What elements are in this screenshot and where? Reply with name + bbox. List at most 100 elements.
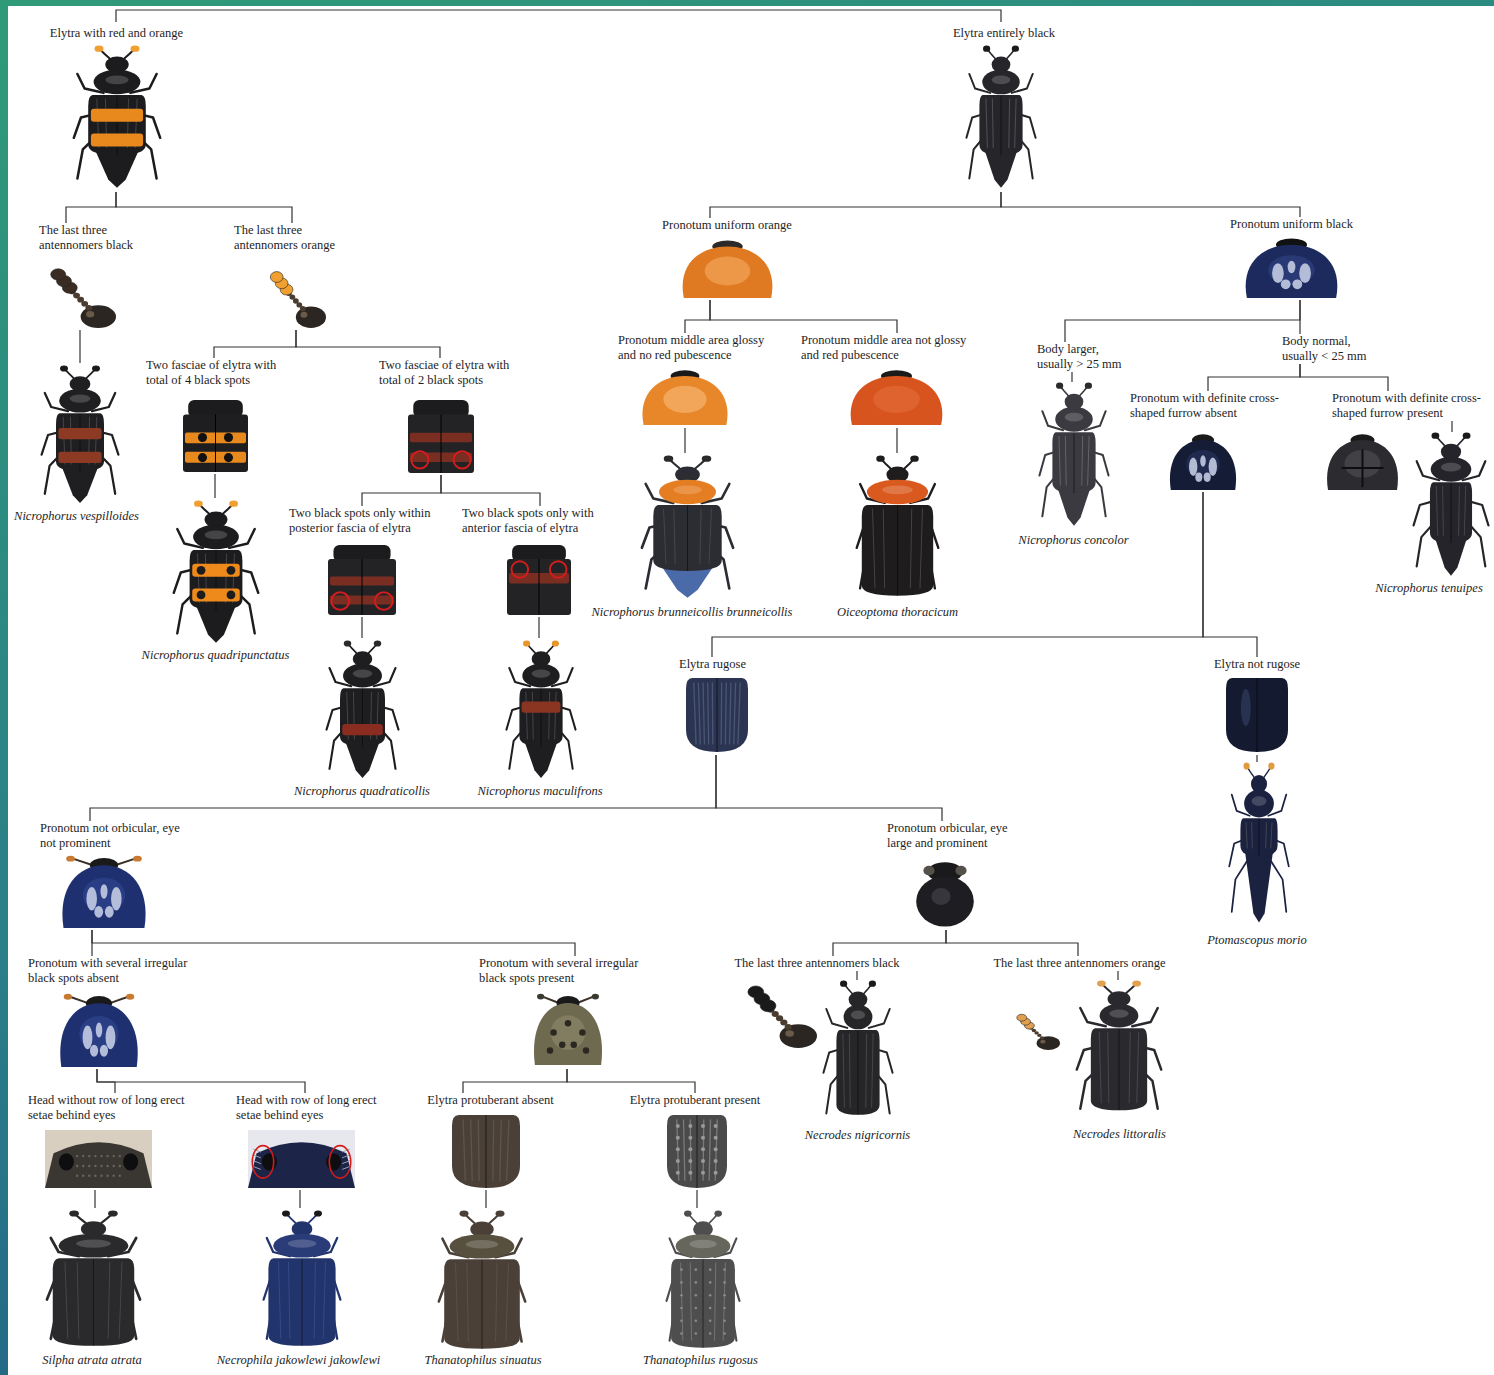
elytra-ridge bbox=[1458, 486, 1460, 536]
pronotum-shine bbox=[673, 485, 702, 494]
elytra-band bbox=[522, 702, 561, 713]
head-puncture bbox=[100, 1155, 102, 1157]
beetle-abdomen bbox=[196, 606, 236, 643]
elytra-ridge bbox=[314, 1262, 315, 1339]
head-puncture bbox=[94, 1175, 96, 1177]
pronotum-spot bbox=[547, 1047, 553, 1053]
elytra-ridge bbox=[500, 1119, 502, 1180]
pronotum-shine bbox=[76, 1239, 111, 1247]
key-label: Body normal, usually < 25 mm bbox=[1282, 334, 1377, 364]
head-puncture bbox=[88, 1155, 90, 1157]
antenna-club bbox=[60, 365, 68, 371]
elytra-tubercle bbox=[676, 1171, 680, 1175]
antenna-club bbox=[983, 45, 990, 51]
species-name: Ptomascopus morio bbox=[1197, 933, 1317, 948]
elytra-ridge bbox=[1129, 1032, 1130, 1103]
key-label: Head without row of long erect setae beh… bbox=[28, 1093, 203, 1123]
elytra-ridge bbox=[684, 1119, 685, 1180]
beetle-pronotum bbox=[450, 1234, 515, 1258]
beetle-elytra bbox=[519, 688, 562, 746]
key-couplet: Pronotum orbicular, eye large and promin… bbox=[887, 821, 1022, 930]
species-name: Oiceoptoma thoracicum bbox=[825, 605, 970, 620]
elytra-ridge bbox=[920, 509, 922, 589]
elytra-suture bbox=[541, 689, 542, 746]
pronotum-shine bbox=[1186, 450, 1220, 478]
elytra-ridge bbox=[1081, 436, 1083, 486]
gloss-reflection bbox=[90, 1045, 98, 1057]
elytra-spot bbox=[224, 453, 233, 462]
head-part bbox=[296, 306, 326, 328]
head-part bbox=[81, 305, 116, 328]
pronotum-shine bbox=[205, 530, 228, 539]
elytra-spot bbox=[198, 453, 207, 462]
gloss-reflection bbox=[96, 1023, 103, 1038]
key-connector bbox=[116, 192, 292, 223]
key-connector bbox=[66, 192, 116, 223]
elytra-ridge bbox=[730, 682, 731, 744]
elytra-ridge bbox=[992, 99, 994, 148]
elytra-ridge bbox=[506, 1263, 509, 1342]
key-couplet: Pronotum uniform orange bbox=[652, 218, 802, 300]
elytra-suture bbox=[897, 506, 898, 596]
antenna-club bbox=[592, 994, 599, 1000]
pronotum-spot bbox=[550, 1029, 556, 1035]
elytra-ridge bbox=[1246, 822, 1247, 848]
pronotum-shine bbox=[663, 386, 706, 413]
species-entry: Silpha atrata atrata bbox=[32, 1208, 152, 1368]
pronotum-closeup bbox=[62, 856, 145, 928]
antenna-club bbox=[1432, 432, 1440, 438]
pronotum-closeup bbox=[683, 240, 773, 298]
eye bbox=[923, 866, 934, 876]
pronotum-shape bbox=[683, 246, 773, 298]
species-name: Necrophila jakowlewi jakowlewi bbox=[205, 1353, 392, 1368]
beetle-elytra bbox=[862, 505, 933, 596]
beetle-pronotum bbox=[59, 389, 101, 413]
key-label: Pronotum middle area not glossy and red … bbox=[801, 333, 987, 363]
elytra-shape bbox=[667, 1115, 727, 1188]
gloss-reflection bbox=[1292, 279, 1302, 289]
elytra-ridge bbox=[674, 509, 675, 564]
elytra-tubercle bbox=[714, 1147, 718, 1151]
highlight-ring bbox=[375, 592, 393, 610]
beetle-abdomen bbox=[1245, 852, 1273, 923]
elytra-closeup bbox=[507, 545, 571, 615]
key-connector bbox=[214, 474, 215, 498]
pronotum-spot bbox=[571, 1042, 577, 1048]
erect-seta bbox=[253, 1161, 260, 1164]
key-connector bbox=[79, 330, 80, 363]
eye bbox=[785, 1030, 794, 1037]
key-couplet: The last three antennomers orange bbox=[234, 223, 352, 330]
key-root-bracket bbox=[116, 10, 1001, 22]
elytra-tubercle bbox=[723, 1319, 726, 1322]
pronotum-spot bbox=[579, 1029, 585, 1035]
pronotum-closeup bbox=[851, 370, 943, 425]
key-connector bbox=[946, 930, 1078, 956]
antenna-club bbox=[229, 500, 238, 506]
antenna-club bbox=[523, 640, 530, 646]
elytra-suture bbox=[703, 1260, 704, 1348]
pronotum-spot bbox=[565, 1020, 571, 1026]
antenna-club bbox=[194, 500, 203, 506]
elytra-part bbox=[183, 414, 248, 472]
elytra-suture bbox=[1451, 483, 1452, 543]
elytra-closeup bbox=[452, 1115, 520, 1188]
key-label: Pronotum middle area glossy and no red p… bbox=[618, 333, 783, 363]
antenna-club bbox=[282, 1210, 290, 1216]
elytra-shape bbox=[452, 1115, 520, 1188]
pronotum-shape bbox=[1246, 245, 1338, 298]
beetle-elytra bbox=[1430, 482, 1472, 543]
gloss-reflection bbox=[83, 1026, 93, 1050]
antenna-club bbox=[1085, 382, 1092, 388]
beetle-abdomen bbox=[662, 567, 713, 598]
head-puncture bbox=[88, 1175, 90, 1177]
pronotum-shine bbox=[532, 669, 551, 677]
key-couplet: Pronotum with definite cross-shaped furr… bbox=[1332, 391, 1490, 421]
gloss-reflection bbox=[106, 1026, 116, 1050]
head-puncture bbox=[82, 1165, 84, 1167]
elytra-ridge bbox=[709, 509, 711, 564]
beetle-figure bbox=[1229, 762, 1289, 922]
gloss-reflection bbox=[105, 906, 114, 918]
key-connector bbox=[1065, 300, 1300, 342]
eye bbox=[262, 1153, 277, 1170]
key-couplet: The last three antennomers orange bbox=[982, 956, 1177, 971]
